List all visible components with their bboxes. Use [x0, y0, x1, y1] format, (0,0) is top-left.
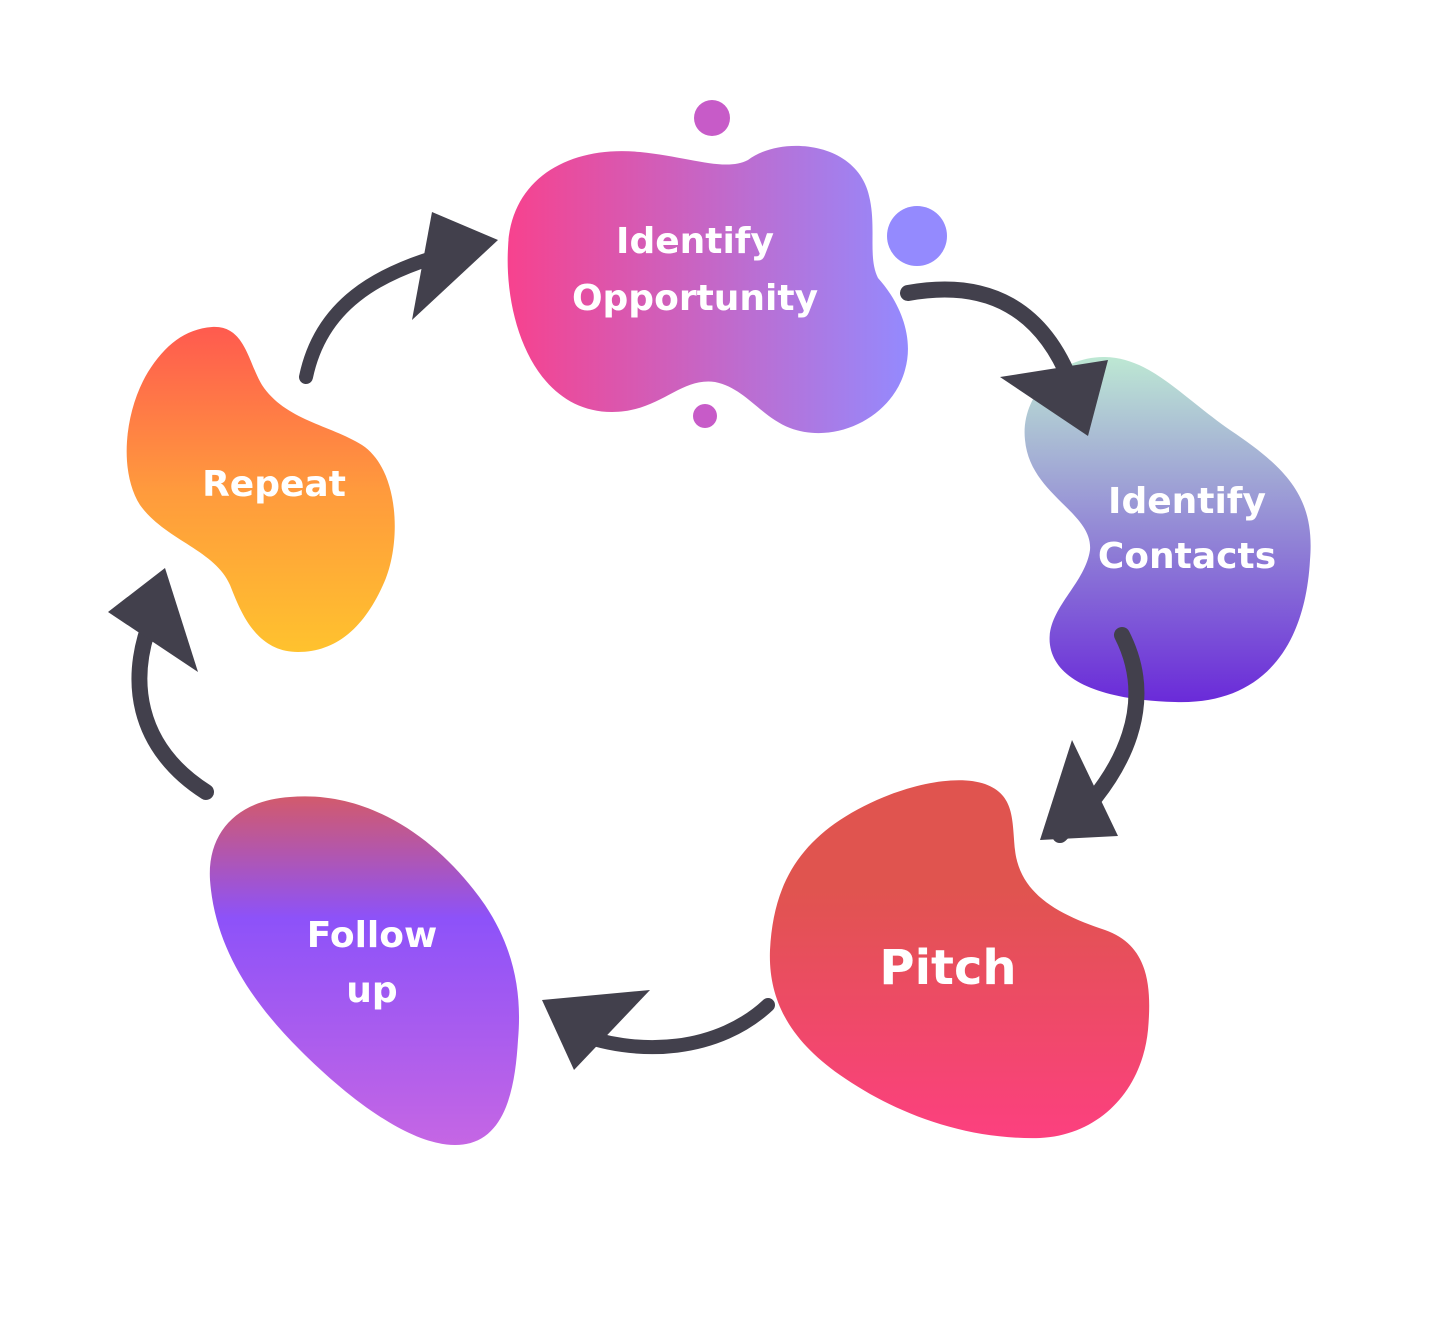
step-identify-contacts: Identify Contacts — [1024, 356, 1311, 703]
label-identify-contacts: Identify — [1108, 481, 1266, 522]
arrow-pitch-to-follow-up — [542, 990, 775, 1070]
blob-identify-contacts — [1024, 356, 1311, 703]
decor-dot-right — [887, 206, 947, 266]
step-follow-up: Follow up — [209, 796, 520, 1145]
step-repeat: Repeat — [126, 326, 395, 652]
step-identify-opportunity: Identify Opportunity — [507, 145, 908, 434]
label-pitch: Pitch — [879, 940, 1016, 996]
arrow-contacts-to-pitch — [1040, 627, 1145, 843]
arrow-head — [1040, 740, 1118, 840]
label-identify-contacts-line2: Contacts — [1098, 536, 1276, 577]
blob-identify-opportunity — [507, 145, 908, 434]
blob-follow-up — [209, 796, 520, 1145]
arrow-follow-up-to-repeat — [108, 568, 214, 800]
blob-repeat — [126, 326, 395, 652]
arrow-head — [108, 568, 198, 672]
arrow-opportunity-to-contacts — [900, 281, 1108, 436]
decor-dot-top — [694, 100, 730, 136]
label-identify-opportunity-line2: Opportunity — [572, 278, 818, 319]
blob-pitch — [769, 780, 1150, 1139]
label-follow-up-line2: up — [346, 970, 397, 1011]
decor-dot-bottom — [693, 404, 717, 428]
label-repeat: Repeat — [202, 464, 346, 505]
arrow-repeat-to-opportunity — [299, 212, 498, 384]
arrow-head — [542, 990, 650, 1070]
label-follow-up: Follow — [307, 915, 438, 956]
arrow-head — [1000, 360, 1108, 436]
step-pitch: Pitch — [769, 780, 1150, 1139]
label-identify-opportunity: Identify — [616, 221, 774, 262]
arrow-head — [412, 212, 498, 320]
